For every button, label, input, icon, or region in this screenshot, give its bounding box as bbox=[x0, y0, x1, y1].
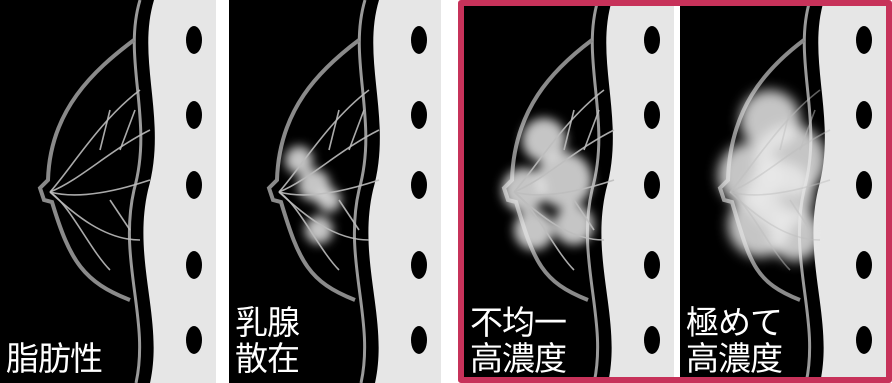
duct-line bbox=[50, 192, 110, 270]
tissue-blob bbox=[285, 146, 313, 174]
duct-line bbox=[349, 110, 364, 150]
chest-wall bbox=[601, 0, 674, 383]
label-line: 散在 bbox=[235, 341, 299, 377]
label-line: 高濃度 bbox=[470, 341, 566, 377]
duct-line bbox=[50, 90, 140, 192]
tissue-blob bbox=[514, 210, 554, 250]
rib-hole bbox=[856, 171, 872, 199]
duct-line bbox=[584, 110, 599, 150]
rib-hole bbox=[644, 101, 660, 129]
panel-label-fatty: 脂肪性 bbox=[6, 341, 102, 377]
breast-diagram-fatty bbox=[0, 0, 216, 383]
rib-hole bbox=[644, 326, 660, 354]
panel-heterogeneous: 不均一 高濃度 bbox=[464, 0, 674, 383]
panel-label-scattered: 乳腺 散在 bbox=[235, 305, 299, 377]
panel-scattered: 乳腺 散在 bbox=[229, 0, 441, 383]
rib-hole bbox=[411, 251, 427, 279]
rib-hole bbox=[856, 26, 872, 54]
rib-hole bbox=[186, 251, 202, 279]
chest-wall-edge bbox=[354, 0, 365, 383]
duct-line bbox=[120, 110, 135, 150]
rib-hole bbox=[644, 251, 660, 279]
panel-label-extreme: 極めて 高濃度 bbox=[686, 305, 782, 377]
rib-hole bbox=[411, 26, 427, 54]
panel-label-heterogeneous: 不均一 高濃度 bbox=[470, 305, 566, 377]
label-line: 極めて bbox=[686, 305, 782, 341]
chest-wall bbox=[368, 0, 441, 383]
rib-hole bbox=[411, 171, 427, 199]
rib-hole bbox=[186, 171, 202, 199]
duct-line bbox=[329, 110, 339, 150]
chest-wall-edge bbox=[129, 0, 140, 383]
label-line: 脂肪性 bbox=[6, 341, 102, 377]
rib-hole bbox=[186, 326, 202, 354]
rib-hole bbox=[644, 26, 660, 54]
rib-hole bbox=[856, 326, 872, 354]
rib-hole bbox=[644, 171, 660, 199]
panel-extreme: 極めて 高濃度 bbox=[680, 0, 886, 383]
label-line: 乳腺 bbox=[235, 305, 299, 341]
label-line: 高濃度 bbox=[686, 341, 782, 377]
rib-hole bbox=[856, 251, 872, 279]
rib-hole bbox=[186, 26, 202, 54]
duct-line bbox=[110, 200, 130, 230]
rib-hole bbox=[411, 326, 427, 354]
rib-hole bbox=[186, 101, 202, 129]
chest-wall bbox=[143, 0, 216, 383]
rib-hole bbox=[411, 101, 427, 129]
label-line: 不均一 bbox=[470, 305, 566, 341]
duct-line bbox=[564, 110, 574, 150]
chest-wall bbox=[813, 0, 886, 383]
panel-fatty: 脂肪性 bbox=[0, 0, 216, 383]
glandular-tissue bbox=[502, 118, 594, 250]
rib-hole bbox=[856, 101, 872, 129]
duct-line bbox=[100, 110, 110, 150]
